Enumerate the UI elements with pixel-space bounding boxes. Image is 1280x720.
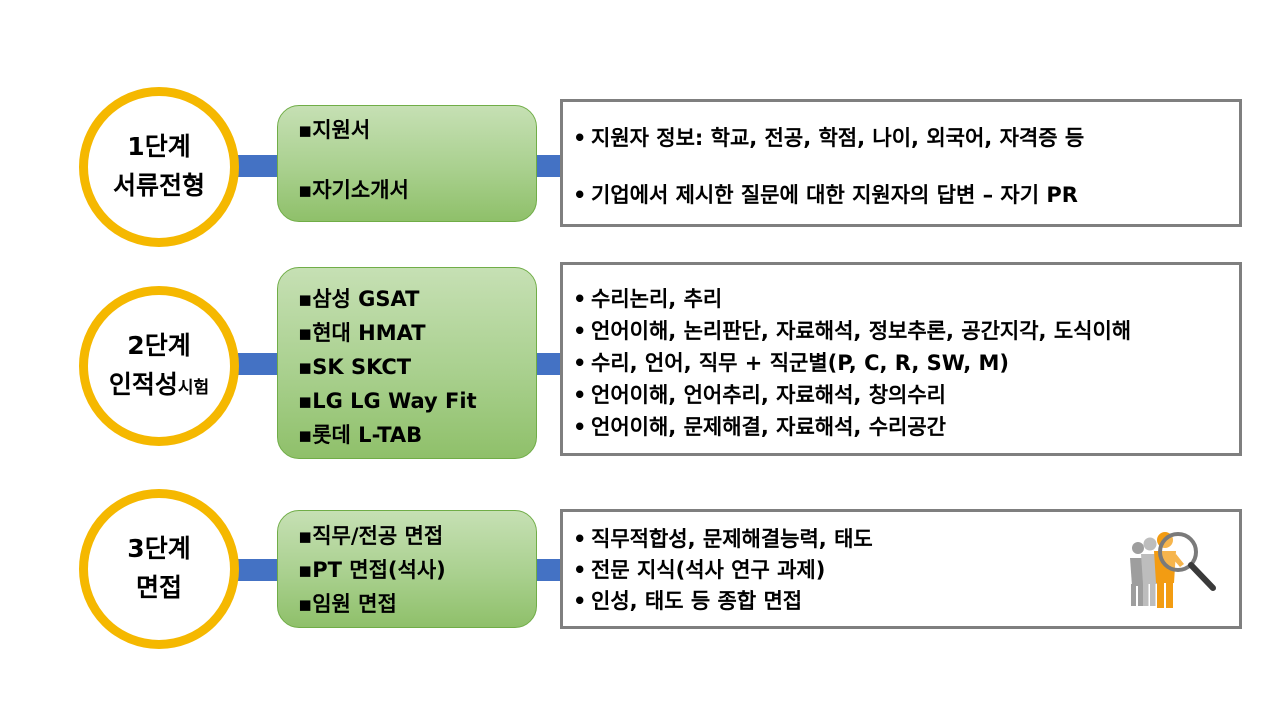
stage-1-connector-right	[535, 155, 563, 177]
stage-1-items-box: ▪지원서 ▪자기소개서	[277, 105, 537, 222]
stage-3-items-box: ▪직무/전공 면접 ▪PT 면접(석사) ▪임원 면접	[277, 510, 537, 628]
stage-2-detail: •언어이해, 논리판단, 자료해석, 정보추론, 공간지각, 도식이해	[573, 319, 1132, 343]
stage-2-circle: 2단계 인적성시험	[79, 286, 239, 446]
stage-2-connector-right	[535, 353, 563, 375]
stage-3-detail: •인성, 태도 등 종합 면접	[573, 589, 803, 613]
stage-1-detail: •기업에서 제시한 질문에 대한 지원자의 답변 – 자기 PR	[573, 183, 1078, 207]
stage-1-circle: 1단계 서류전형	[79, 87, 239, 247]
stage-2-item: ▪SK SKCT	[298, 355, 412, 379]
stage-2-title: 2단계	[127, 331, 191, 361]
stage-3-details-box: •직무적합성, 문제해결능력, 태도 •전문 지식(석사 연구 과제) •인성,…	[560, 509, 1242, 629]
stage-1-item: ▪자기소개서	[298, 177, 409, 202]
stage-2-subtitle: 인적성시험	[108, 370, 210, 399]
stage-1-item: ▪지원서	[298, 118, 371, 142]
stage-3-item: ▪PT 면접(석사)	[298, 558, 446, 582]
stage-2-item: ▪롯데 L-TAB	[298, 423, 423, 447]
stage-1-detail: •지원자 정보: 학교, 전공, 학점, 나이, 외국어, 자격증 등	[573, 126, 1085, 150]
stage-3-item: ▪임원 면접	[298, 592, 397, 616]
stage-2-detail: •언어이해, 문제해결, 자료해석, 수리공간	[573, 415, 946, 439]
stage-3-detail: •직무적합성, 문제해결능력, 태도	[573, 527, 873, 551]
stage-3-subtitle: 면접	[135, 573, 182, 602]
person-magnifier-icon	[1130, 532, 1216, 608]
stage-1-connector-left	[238, 155, 280, 177]
stage-1-details-box: •지원자 정보: 학교, 전공, 학점, 나이, 외국어, 자격증 등 •기업에…	[560, 99, 1242, 227]
stage-1-subtitle: 서류전형	[112, 171, 205, 200]
stage-2-connector-left	[238, 353, 280, 375]
stage-2-item: ▪현대 HMAT	[298, 321, 426, 345]
stage-2-detail: •언어이해, 언어추리, 자료해석, 창의수리	[573, 383, 946, 407]
stage-3-connector-left	[238, 559, 280, 581]
stage-1-title: 1단계	[127, 132, 191, 162]
stage-2-items-box: ▪삼성 GSAT ▪현대 HMAT ▪SK SKCT ▪LG LG Way Fi…	[277, 267, 537, 459]
stage-3-title: 3단계	[127, 534, 191, 564]
stage-2-detail: •수리논리, 추리	[573, 287, 723, 311]
stage-3-connector-right	[535, 559, 563, 581]
stage-2-item: ▪삼성 GSAT	[298, 287, 420, 311]
stage-3-item: ▪직무/전공 면접	[298, 524, 444, 548]
stage-3-detail: •전문 지식(석사 연구 과제)	[573, 558, 826, 582]
stage-2-detail: •수리, 언어, 직무 + 직군별(P, C, R, SW, M)	[573, 351, 1010, 375]
stage-2-item: ▪LG LG Way Fit	[298, 389, 477, 413]
stage-3-circle: 3단계 면접	[79, 489, 239, 649]
stage-2-details-box: •수리논리, 추리 •언어이해, 논리판단, 자료해석, 정보추론, 공간지각,…	[560, 262, 1242, 456]
